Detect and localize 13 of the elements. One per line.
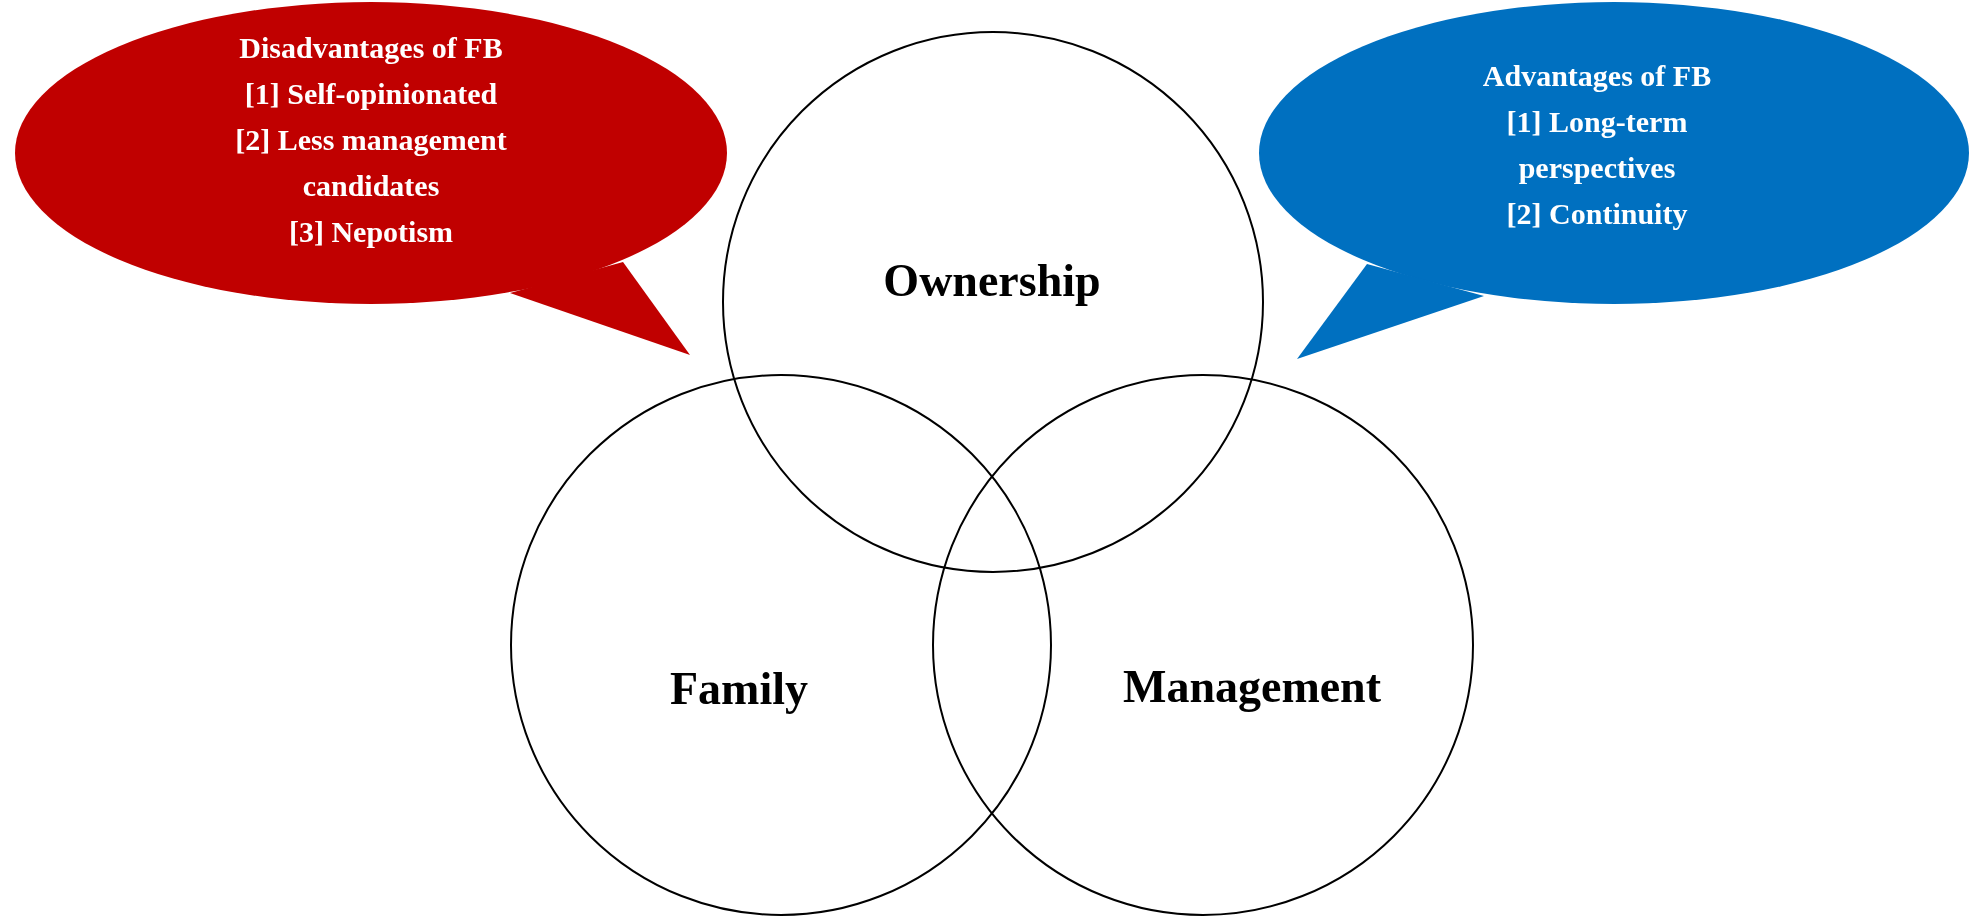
venn-circle — [510, 374, 1052, 916]
bubble-item: [1] Self-opinionated — [244, 76, 498, 112]
bubble-item: [1] Long-term perspectives — [1505, 104, 1689, 186]
circle-label: Family — [670, 661, 808, 715]
circle-label: Ownership — [883, 253, 1101, 307]
venn-circle — [722, 31, 1264, 573]
bubble-item: [2] Continuity — [1506, 196, 1688, 232]
bubble-item: [2] Less management candidates — [234, 122, 508, 204]
bubble-item: [3] Nepotism — [288, 214, 454, 250]
circle-label: Management — [1122, 659, 1382, 713]
bubble-heading: Advantages of FB — [1482, 58, 1712, 94]
bubble-heading: Disadvantages of FB — [239, 30, 503, 66]
venn-circle — [932, 374, 1474, 916]
